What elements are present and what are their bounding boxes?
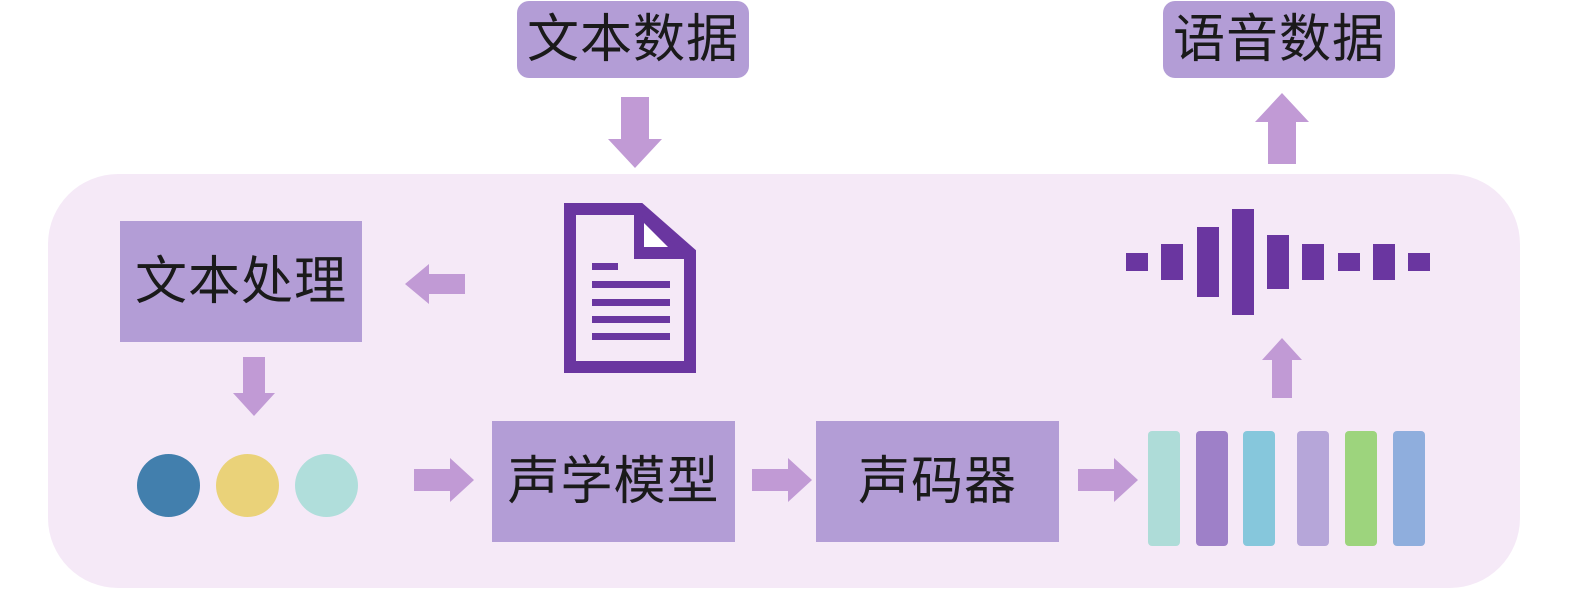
feature-dot bbox=[137, 454, 200, 517]
document-icon bbox=[564, 203, 696, 373]
arrow-down-icon bbox=[608, 97, 662, 168]
feature-bar bbox=[1243, 431, 1275, 546]
vocoder-label: 声码器 bbox=[857, 451, 1017, 512]
arrow-right-icon bbox=[1078, 458, 1138, 502]
text-processing-box: 文本处理 bbox=[120, 221, 362, 342]
speech-data-label: 语音数据 bbox=[1172, 9, 1385, 70]
feature-bar bbox=[1345, 431, 1377, 546]
speech-data-box: 语音数据 bbox=[1163, 1, 1395, 78]
feature-bar bbox=[1196, 431, 1228, 546]
text-data-box: 文本数据 bbox=[517, 1, 749, 78]
arrow-up-icon bbox=[1262, 338, 1302, 398]
feature-bar bbox=[1148, 431, 1180, 546]
arrow-down-icon bbox=[233, 357, 275, 416]
arrow-right-icon bbox=[414, 458, 474, 502]
vocoder-box: 声码器 bbox=[816, 421, 1059, 542]
feature-bar bbox=[1297, 431, 1329, 546]
feature-dot bbox=[216, 454, 279, 517]
text-data-label: 文本数据 bbox=[526, 9, 739, 70]
arrow-left-icon bbox=[405, 264, 465, 304]
acoustic-model-label: 声学模型 bbox=[507, 451, 720, 512]
text-processing-label: 文本处理 bbox=[134, 251, 347, 312]
acoustic-model-box: 声学模型 bbox=[492, 421, 735, 542]
feature-dot bbox=[295, 454, 358, 517]
arrow-right-icon bbox=[752, 458, 812, 502]
arrow-up-icon bbox=[1255, 93, 1309, 164]
feature-bar bbox=[1393, 431, 1425, 546]
